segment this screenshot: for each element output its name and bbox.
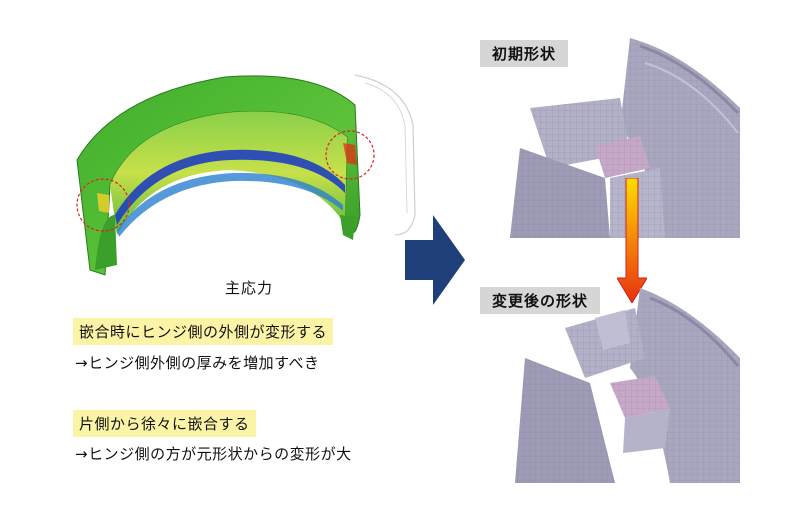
note-1-headline: 嵌合時にヒンジ側の外側が変形する xyxy=(73,318,334,345)
deformation-arrow-icon xyxy=(617,178,647,303)
deformed-shape-label: 変更後の形状 xyxy=(480,287,601,314)
deformed-shape-mesh xyxy=(515,288,740,483)
stress-caption: 主応力 xyxy=(225,279,274,297)
stress-contour-model xyxy=(76,74,416,276)
note-2-headline: 片側から徐々に嵌合する xyxy=(73,410,256,437)
note-2-detail: →ヒンジ側の方が元形状からの変形が大 xyxy=(75,445,352,463)
note-1-detail: →ヒンジ側外側の厚みを増加すべき xyxy=(75,354,320,372)
transition-arrow-icon xyxy=(405,215,465,305)
initial-shape-label: 初期形状 xyxy=(480,40,569,67)
